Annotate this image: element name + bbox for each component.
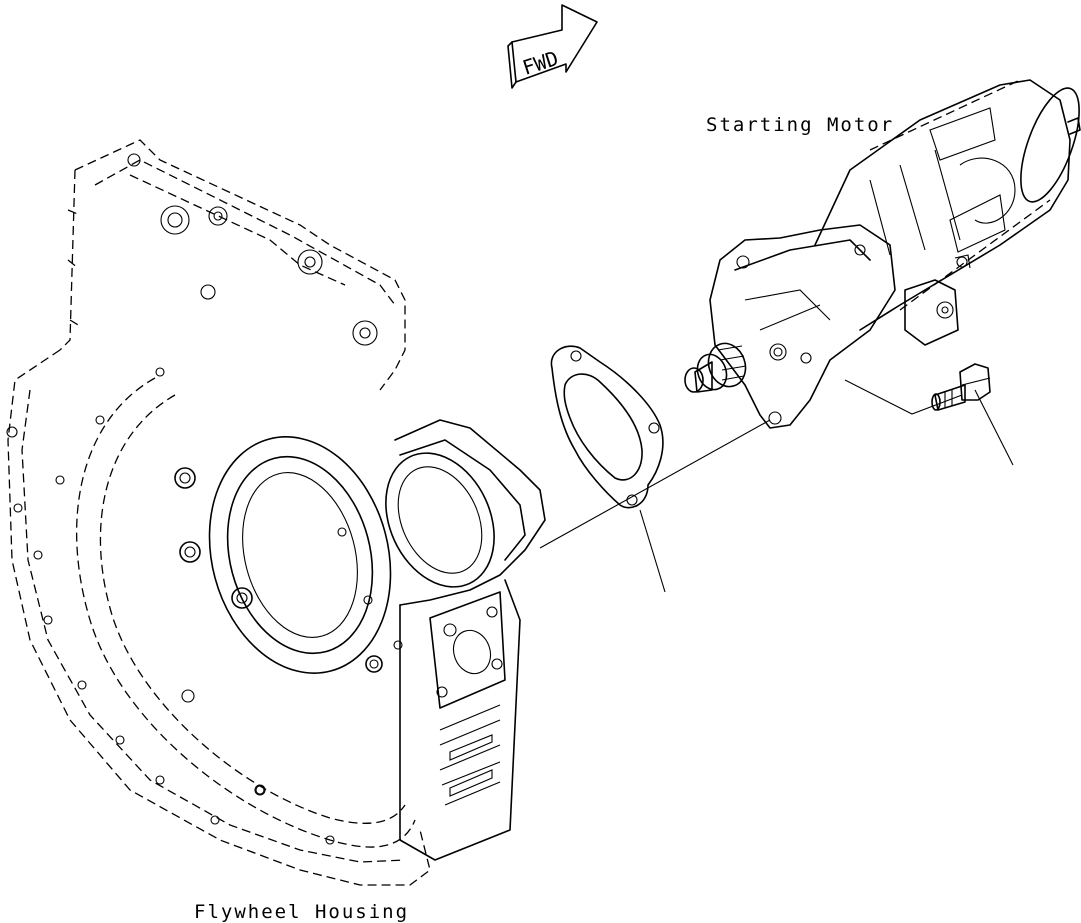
starting-motor bbox=[684, 79, 1081, 429]
leader-lines bbox=[539, 379, 1014, 593]
gasket bbox=[550, 345, 664, 509]
flywheel-housing bbox=[6, 139, 546, 886]
starting-motor-label: Starting Motor bbox=[706, 114, 895, 136]
fwd-arrow-icon: FWD bbox=[507, 4, 598, 89]
flywheel-housing-label: Flywheel Housing bbox=[194, 901, 410, 923]
fwd-text: FWD bbox=[519, 46, 561, 80]
